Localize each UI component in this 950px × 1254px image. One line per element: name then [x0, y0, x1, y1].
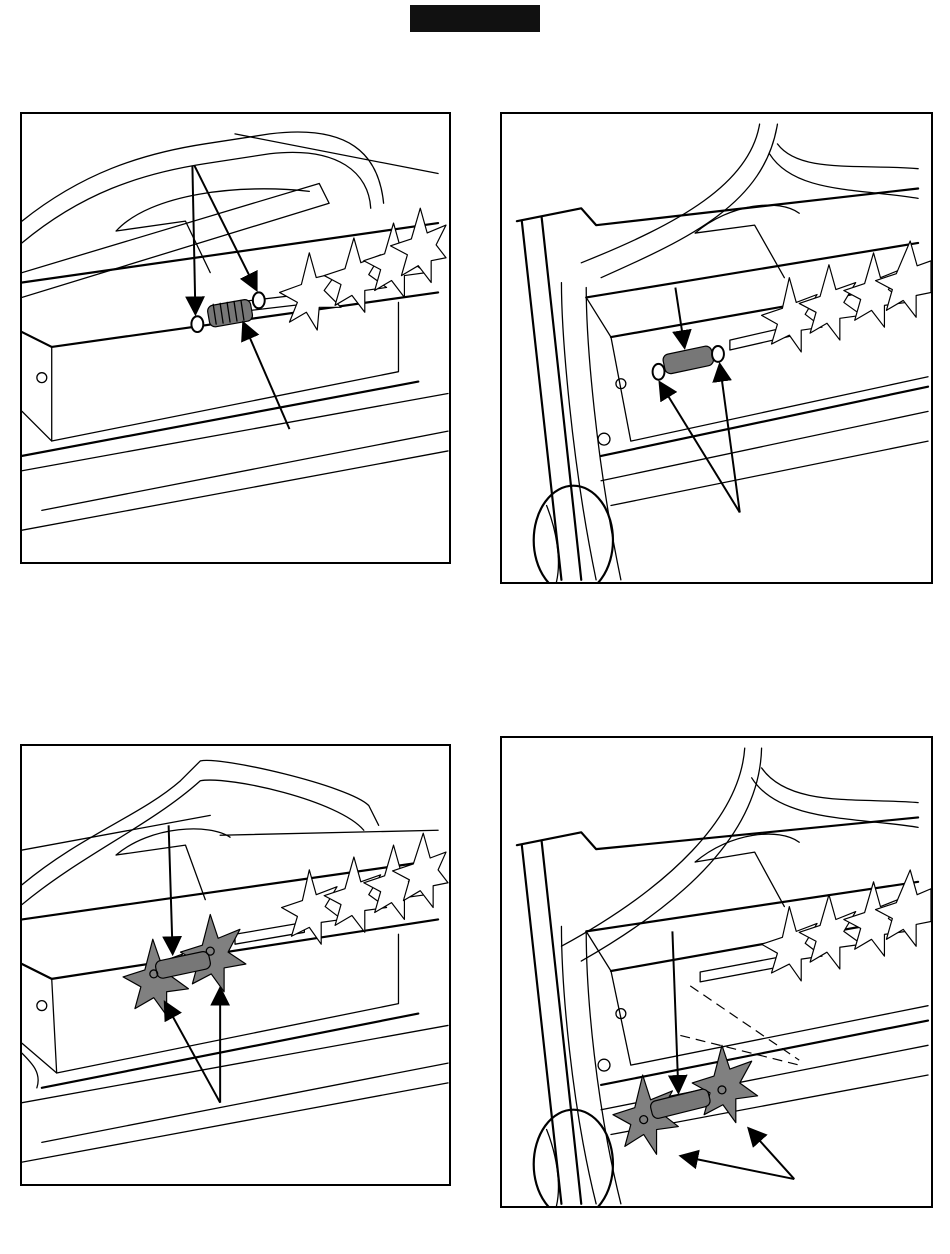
figure-panel-1	[20, 112, 451, 564]
spring-part	[207, 299, 254, 328]
figure-panel-4	[500, 736, 933, 1208]
washer-right	[253, 292, 265, 308]
sleeve-part	[662, 345, 715, 375]
aerator-assembly-illustration	[22, 114, 449, 562]
figure-panel-3	[20, 744, 451, 1186]
section-header-bar	[410, 5, 540, 32]
washer-left	[191, 316, 203, 332]
figure-panel-2	[500, 112, 933, 584]
aerator-assembly-illustration	[22, 746, 449, 1184]
washer-right	[712, 346, 724, 362]
aerator-assembly-illustration	[502, 738, 931, 1206]
aerator-assembly-illustration	[502, 114, 931, 582]
washer-left	[653, 364, 665, 380]
sleeve-part	[649, 1088, 711, 1120]
